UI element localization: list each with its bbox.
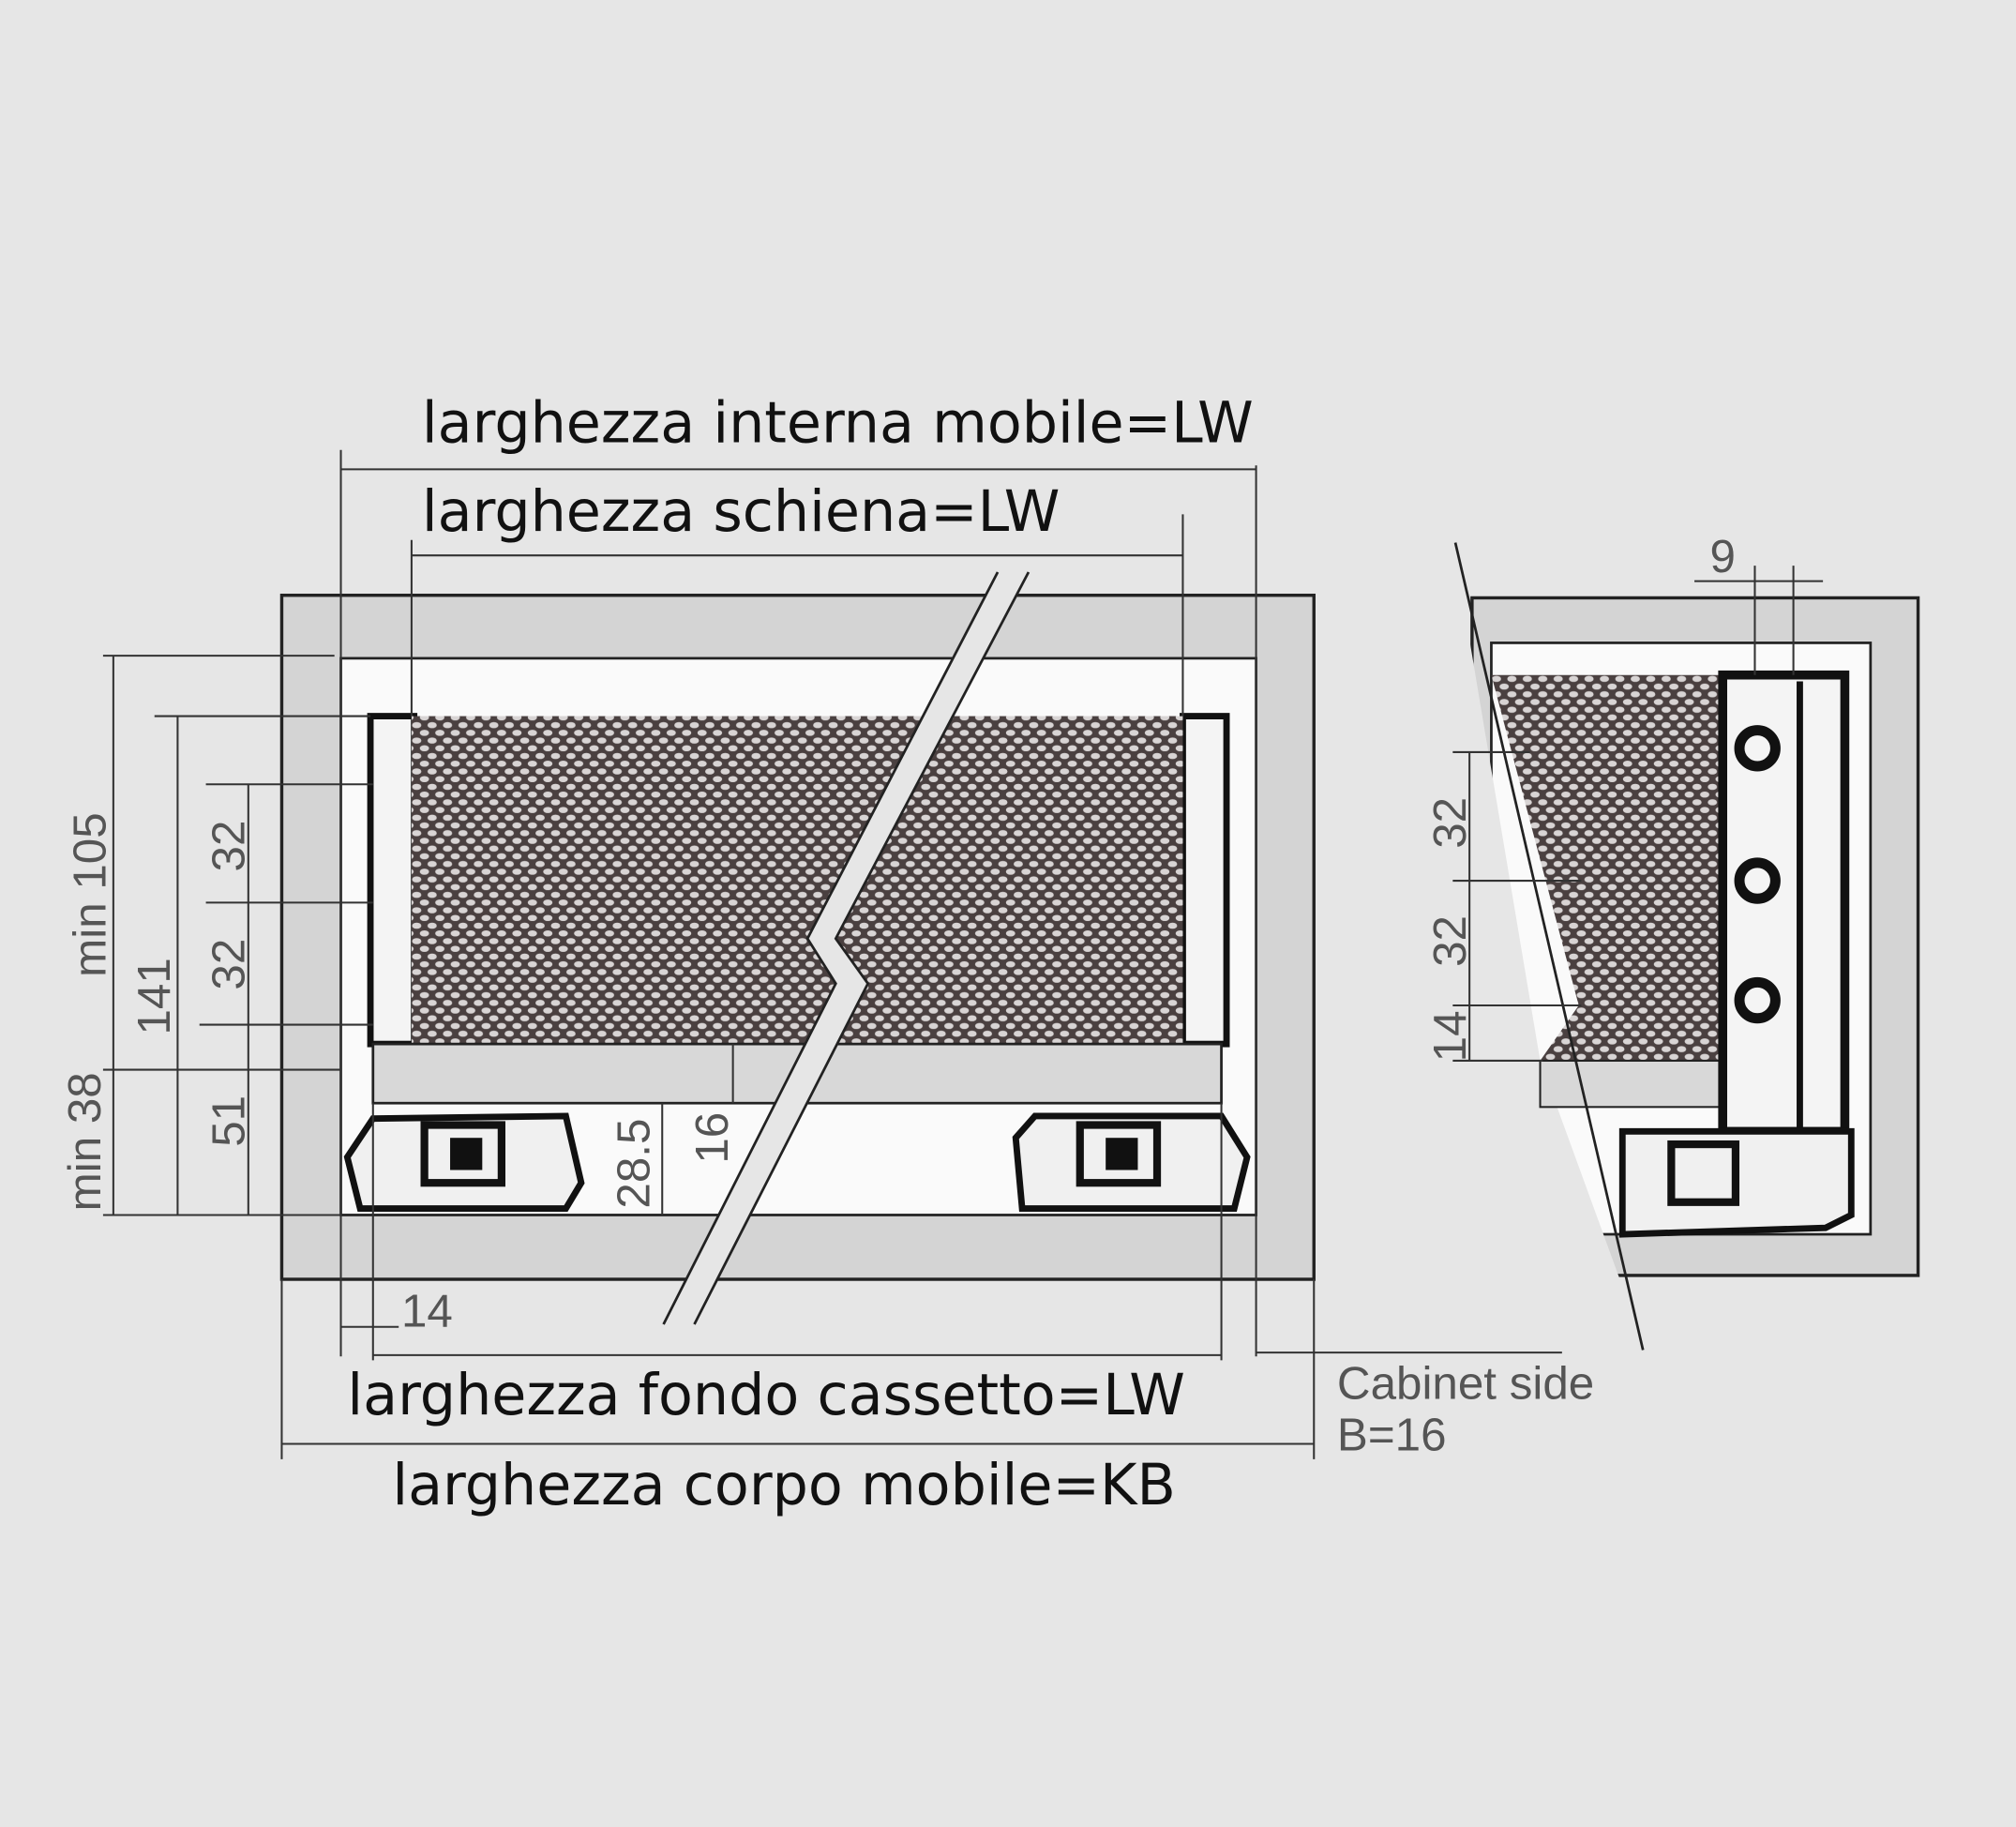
runner-left [343, 1112, 585, 1213]
runner-right [1012, 1112, 1251, 1213]
drawer-side-right [1180, 713, 1230, 1048]
label-back-width: larghezza schiena=LW [422, 479, 1060, 545]
dimension-lines [102, 449, 1562, 1459]
side-dimension-lines [1452, 566, 1824, 1062]
dim-16: 16 [686, 1112, 738, 1164]
front-view: larghezza interna mobile=LW larghezza sc… [59, 391, 1562, 1518]
dim-min-105: min 105 [65, 812, 116, 977]
dim-32-upper: 32 [203, 821, 255, 872]
side-dim-32-lower: 32 [1424, 915, 1476, 967]
drawer-side-left [367, 713, 418, 1048]
dim-32-lower: 32 [203, 939, 255, 990]
dim-51: 51 [203, 1095, 255, 1147]
side-break-line [1453, 542, 1645, 1351]
dim-min-38: min 38 [59, 1072, 111, 1211]
label-cabinet-width: larghezza corpo mobile=KB [392, 1453, 1176, 1518]
dim-141: 141 [128, 958, 180, 1034]
side-mesh-panel [1491, 674, 1723, 1061]
dim-28-5: 28.5 [609, 1119, 660, 1209]
mesh-back-panel [411, 716, 1183, 1045]
break-line-left [662, 571, 1000, 1325]
break-line-right [693, 571, 1031, 1325]
side-view: 9 32 32 14 Cabinet side B=16 [1337, 531, 1920, 1460]
label-cabinet-side: Cabinet side [1337, 1358, 1594, 1410]
side-drawer-profile [1618, 670, 1855, 1238]
side-bottom-panel [1539, 1059, 1724, 1109]
side-dim-9: 9 [1709, 531, 1735, 582]
label-bottom-width: larghezza fondo cassetto=LW [347, 1363, 1185, 1428]
side-dim-32-upper: 32 [1424, 797, 1476, 849]
side-cutaway-mask [1414, 539, 1646, 1351]
dim-14: 14 [401, 1286, 453, 1337]
label-side-thickness: B=16 [1337, 1409, 1447, 1460]
label-internal-width: larghezza interna mobile=LW [422, 391, 1254, 457]
side-dim-14: 14 [1424, 1010, 1476, 1062]
